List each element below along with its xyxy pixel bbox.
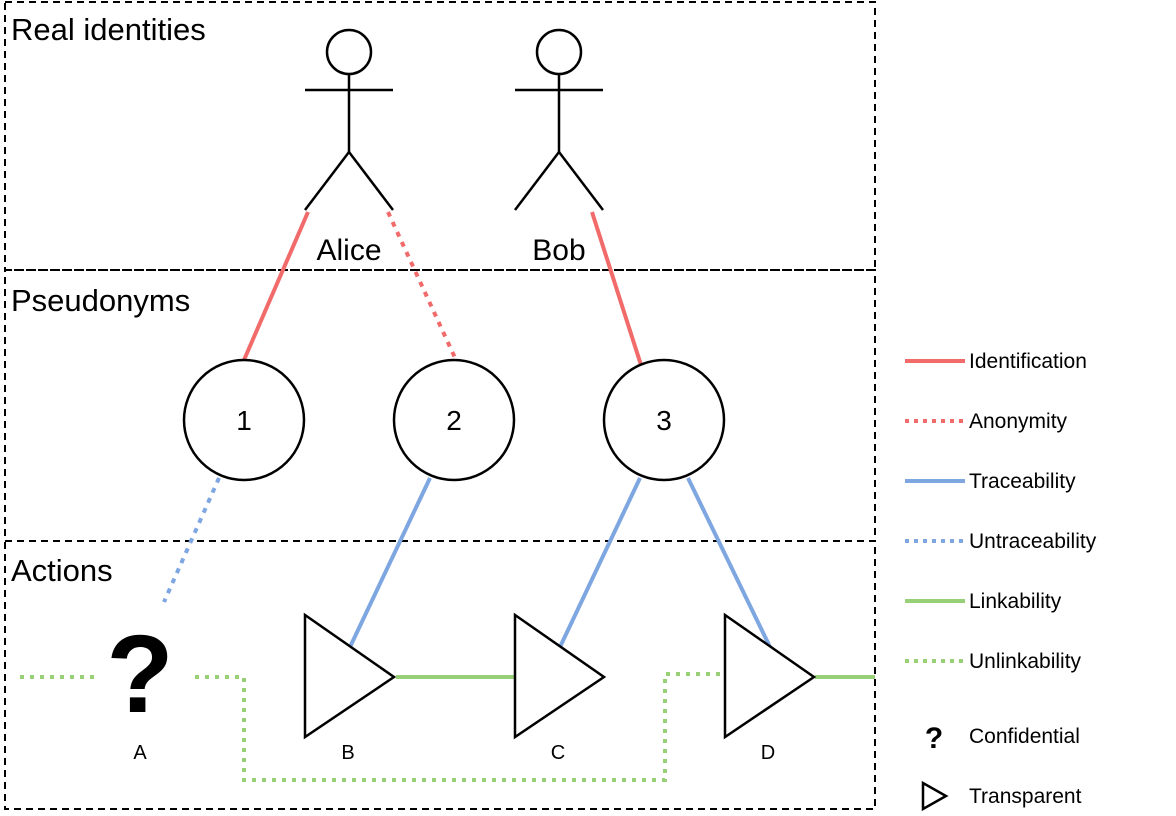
legend-label: Linkability [969,590,1062,613]
identification-edge-alice-1 [242,211,310,361]
action-d: D [723,612,817,764]
untraceability-edge-1-a [162,477,221,603]
legend-item-untraceability: Untraceability [905,530,1097,553]
unlinkability-edge-a-b [20,672,720,782]
anonymity-edge-alice-2 [386,211,458,361]
actor-name-bob: Bob [532,234,585,267]
legend-item-traceability: Traceability [905,470,1076,493]
triangle-icon [513,612,607,740]
real-identities-label: Real identities [11,12,206,47]
legend-label: Anonymity [969,410,1068,433]
pseudonym-label: 3 [656,405,672,436]
triangle-icon [921,780,949,812]
action-c: C [513,612,607,764]
legend-item-identification: Identification [905,350,1087,373]
legend-label: Unlinkability [969,650,1082,673]
pseudonym-label: 1 [236,405,252,436]
legend-item-transparent: Transparent [921,780,1082,812]
stick-figure-icon [514,28,604,211]
question-mark-icon: ? [925,722,943,755]
pseudonyms-label: Pseudonyms [11,283,190,318]
bob-figure: Bob [514,28,604,267]
legend-item-anonymity: Anonymity [905,410,1068,433]
action-a: ? A [106,613,173,764]
alice-figure: Alice [304,28,394,267]
legend-item-linkability: Linkability [905,590,1062,613]
question-mark-icon: ? [106,613,173,736]
legend-label: Traceability [969,470,1076,493]
legend-item-unlinkability: Unlinkability [905,650,1082,673]
legend-label: Confidential [969,725,1080,748]
action-label-b: B [341,742,354,764]
traceability-edge-3-c [558,477,642,648]
action-label-a: A [133,742,147,764]
pseudonym-node-2: 2 [392,358,516,482]
actions-label: Actions [11,553,113,588]
action-label-c: C [551,742,565,764]
stick-figure-icon [304,28,394,211]
triangle-icon [303,612,397,740]
triangle-icon [723,612,817,740]
legend-item-confidential: ? Confidential [925,722,1080,755]
legend: Identification Anonymity Traceability Un… [905,350,1097,812]
traceability-edge-3-d [686,477,772,648]
pseudonym-node-1: 1 [182,358,306,482]
legend-label: Identification [969,350,1087,373]
legend-label: Transparent [969,785,1082,808]
pseudonym-node-3: 3 [602,358,726,482]
actor-name-alice: Alice [316,234,381,267]
actions-zone [4,540,876,810]
pseudonym-label: 2 [446,405,462,436]
action-b: B [303,612,397,764]
action-label-d: D [761,742,775,764]
identification-edge-bob-3 [590,211,643,366]
legend-label: Untraceability [969,530,1097,553]
traceability-edge-2-b [348,477,432,648]
